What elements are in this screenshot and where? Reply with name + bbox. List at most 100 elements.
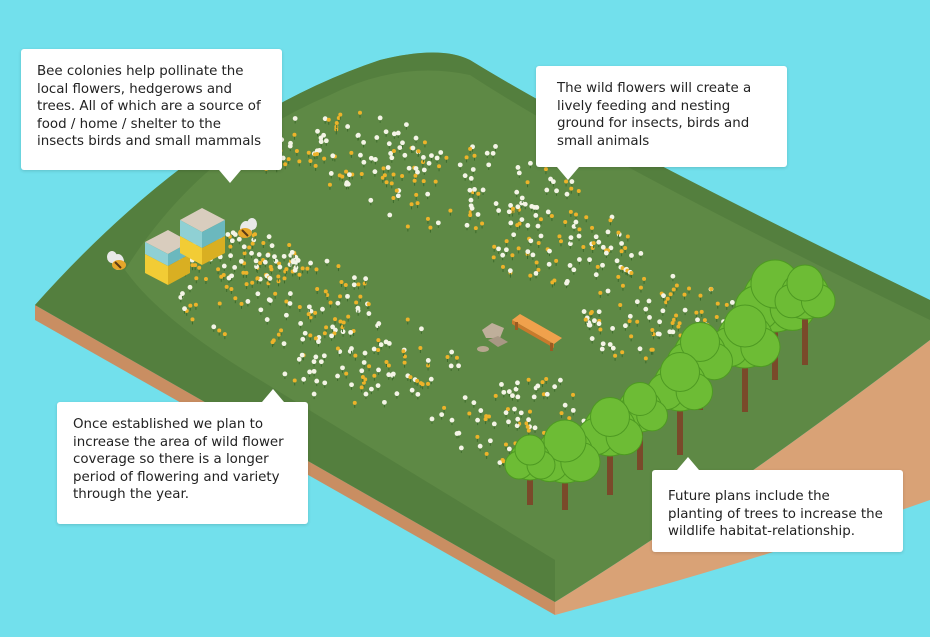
flower [384,180,389,185]
flower [535,223,541,229]
flower [638,285,643,290]
flower [266,234,272,240]
flower [180,291,185,296]
flower [322,380,328,386]
flower [506,389,512,394]
tree-trunk [607,430,613,495]
flower [307,369,313,375]
flower [541,392,546,397]
flower [241,244,247,250]
flower [273,291,278,296]
flower [297,272,302,277]
bee-left [107,251,126,270]
flower [581,244,586,249]
flower [564,191,570,197]
flower [395,130,401,136]
flower [619,249,624,254]
flower [667,329,673,335]
flower [306,150,311,155]
flower [414,192,419,197]
flower [468,175,474,181]
callout-trees: Future plans include the planting of tre… [652,457,903,552]
flower [677,321,682,326]
flower [340,329,346,335]
flower [491,255,496,260]
flower [444,155,449,160]
flower [464,155,469,160]
flower [282,276,287,281]
flower [571,223,577,229]
flower [499,382,504,387]
flower [588,311,593,316]
flower [217,301,222,306]
flower [519,195,525,201]
flower [425,216,430,221]
flower [182,306,187,312]
flower [540,380,545,385]
flower [470,167,476,172]
flower [527,409,532,414]
flower [613,353,618,358]
flower [513,386,519,392]
flower [454,355,459,360]
flower [468,213,473,218]
flower [376,367,381,373]
tree-canopy [590,397,630,437]
flower [250,241,255,246]
flower [387,212,393,218]
flower [355,305,361,311]
flower [367,364,372,369]
flower [265,252,271,258]
flower [361,140,366,145]
flower [400,140,405,146]
flower [418,346,423,351]
tree-canopy [660,352,700,392]
flower [292,132,297,137]
tree-canopy [723,304,767,348]
flower [229,286,234,291]
callout-wild-flowers: The wild flowers will create a lively fe… [536,66,787,180]
flower [715,301,720,306]
flower [412,178,417,183]
flower [522,201,528,207]
flower [490,150,496,156]
flower [478,408,484,413]
flower [714,314,719,319]
flower [507,268,513,274]
flower [629,334,634,339]
flower [614,258,620,264]
flower [694,310,699,315]
flower [496,208,502,213]
flower [216,267,221,272]
flower [297,304,302,309]
flower [627,313,633,319]
flower [386,141,392,147]
flower [405,317,410,322]
flower [702,318,707,323]
tree-line [504,259,836,510]
flower [229,273,235,279]
flower [413,166,419,171]
flower [333,317,338,322]
flower [546,261,552,267]
flower [301,376,307,382]
flower [589,336,595,341]
flower [308,333,313,338]
flower [352,275,357,281]
flower [462,395,468,400]
flower [356,282,361,287]
flower [480,221,485,226]
flower [512,406,517,412]
flower [598,290,603,295]
flower [670,273,676,279]
flower [286,157,291,162]
flower [323,289,328,294]
flower [384,359,389,364]
flower [358,294,363,299]
flower [449,349,455,355]
flower [547,248,552,254]
flower [306,304,312,310]
flower [287,301,293,306]
flower [519,200,525,206]
flower [369,386,374,392]
